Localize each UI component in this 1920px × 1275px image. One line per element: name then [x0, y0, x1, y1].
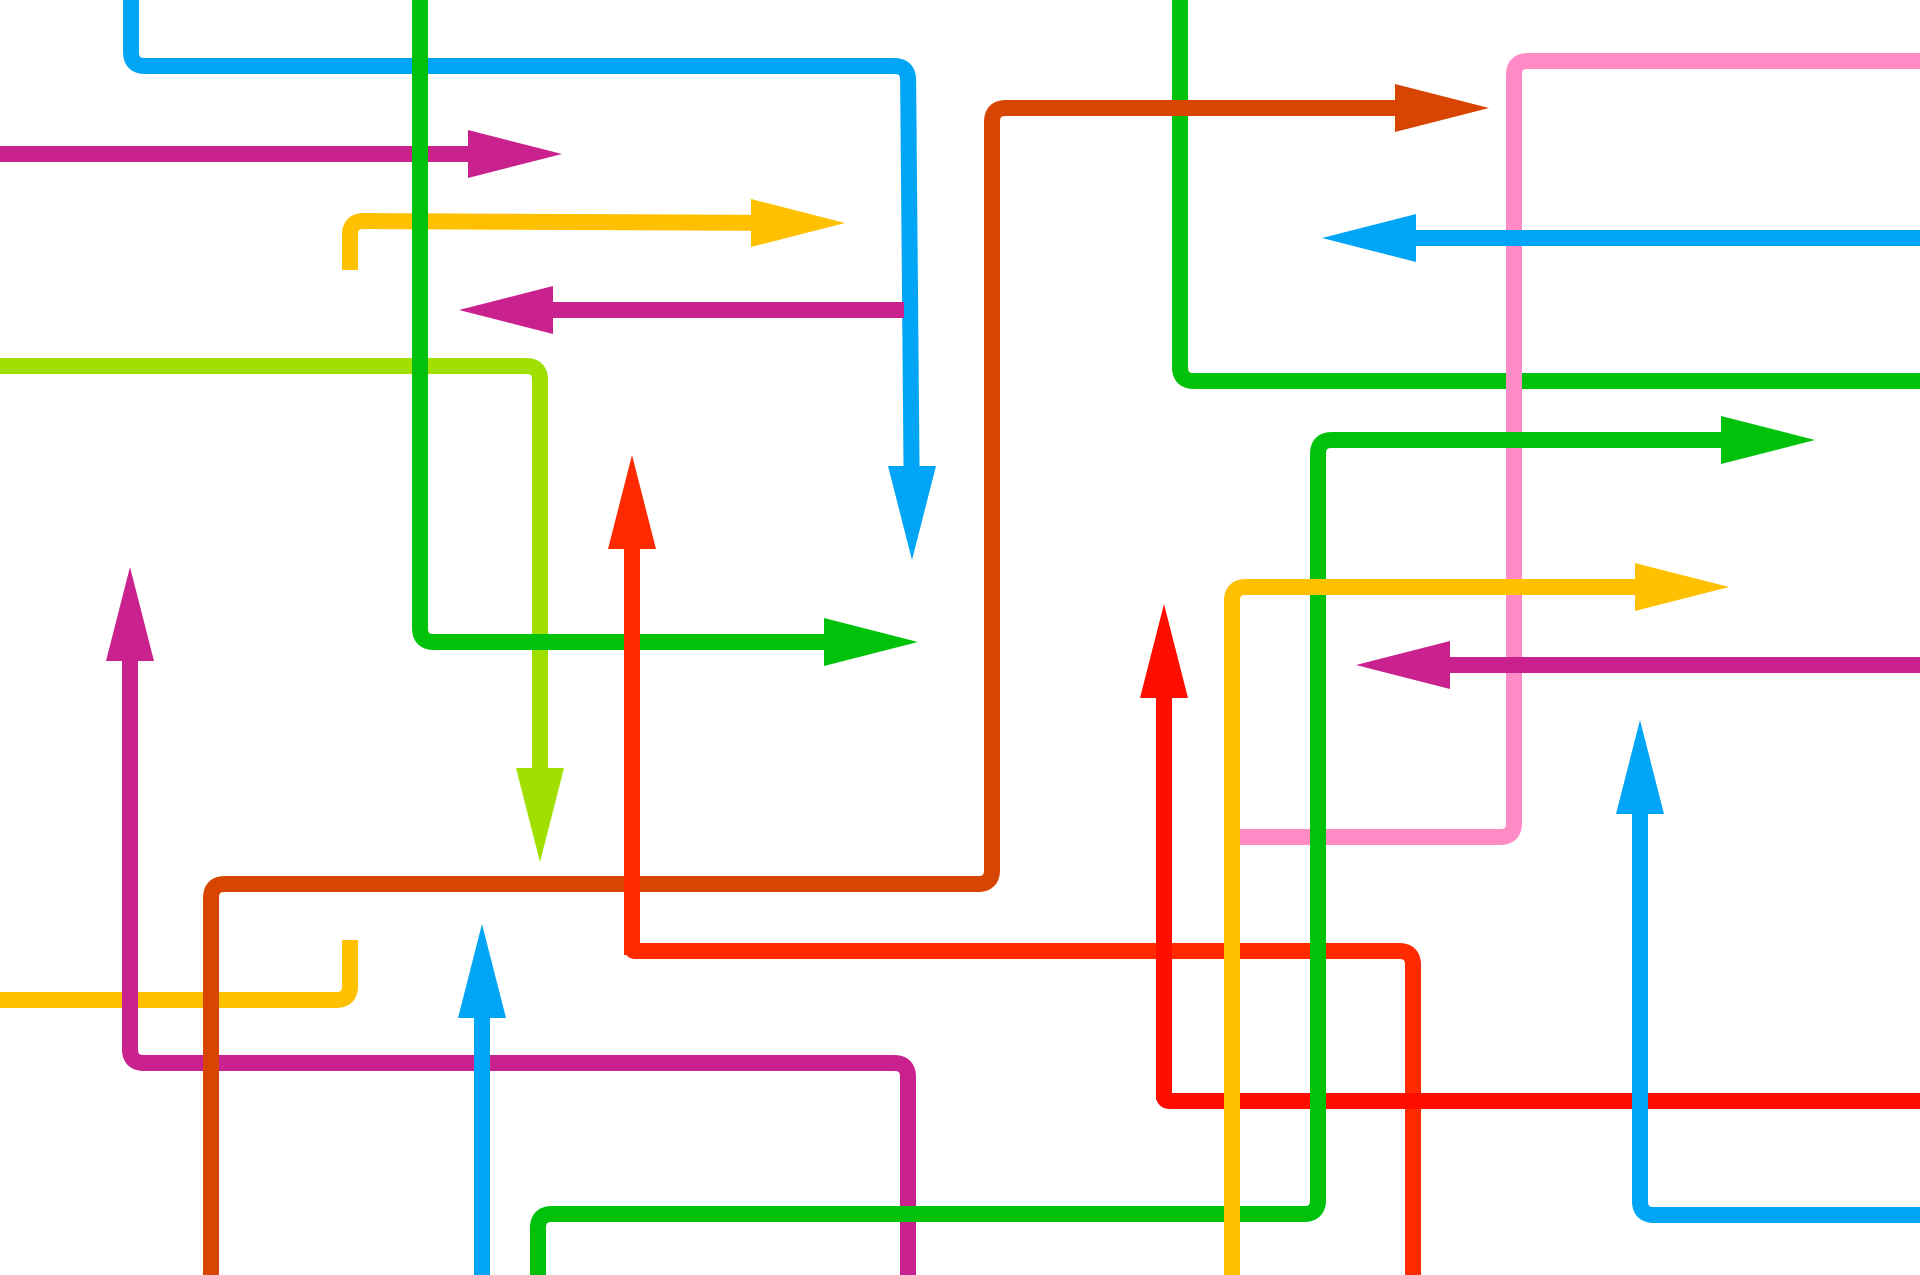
- blue-right-up-route: [1616, 720, 1664, 1100]
- magenta-right-route: [1356, 641, 1920, 689]
- green-bottom-line: [530, 1160, 1326, 1275]
- yellow-right-route: [1224, 563, 1729, 1275]
- lime-route-shaft: [0, 358, 548, 822]
- arrowhead-up-icon: [1616, 720, 1664, 814]
- arrowhead-up-icon: [1140, 604, 1188, 698]
- orange-bottom-line: [203, 820, 1000, 1275]
- arrowhead-right-icon: [1635, 563, 1729, 611]
- arrowhead-left-icon: [1322, 214, 1416, 262]
- green-top-right-line: [1172, 0, 1920, 389]
- arrowhead-down-icon: [888, 466, 936, 560]
- yellow-top-route-shaft: [342, 213, 806, 270]
- green-right-route-shaft: [1310, 432, 1775, 1170]
- blue-bottom-up-route: [458, 924, 506, 1275]
- blue-bottom-right-line: [1632, 1090, 1920, 1223]
- red-up-route: [1140, 604, 1188, 1100]
- magenta-top-route: [0, 130, 562, 178]
- orange-top-route-shaft: [984, 100, 1449, 830]
- arrowhead-right-icon: [468, 130, 562, 178]
- arrowhead-up-icon: [106, 567, 154, 661]
- arrowhead-left-icon: [1356, 641, 1450, 689]
- arrowhead-left-icon: [459, 286, 553, 334]
- green-left-route-shaft: [412, 0, 878, 650]
- magenta-left-up-route: [106, 567, 154, 860]
- red-orange-up-route: [608, 455, 656, 955]
- blue-top-route: [123, 0, 936, 560]
- arrowhead-right-icon: [824, 618, 918, 666]
- green-left-route: [412, 0, 918, 666]
- arrowhead-right-icon: [1721, 416, 1815, 464]
- pink-line: [1224, 53, 1920, 845]
- arrowhead-right-icon: [1395, 84, 1489, 132]
- lime-route: [0, 358, 564, 862]
- blue-top-route-shaft: [123, 0, 920, 521]
- yellow-left-line: [0, 940, 358, 1008]
- arrowhead-up-icon: [608, 455, 656, 549]
- arrowhead-up-icon: [458, 924, 506, 1018]
- magenta-mid-route: [459, 286, 904, 334]
- blue-right-route: [1322, 214, 1920, 262]
- yellow-top-route: [342, 199, 845, 270]
- arrowhead-right-icon: [751, 199, 845, 247]
- magenta-bottom-line: [122, 850, 916, 1275]
- arrowhead-down-icon: [516, 768, 564, 862]
- yellow-right-route-shaft: [1224, 579, 1689, 1275]
- orange-top-route: [984, 84, 1489, 830]
- green-right-route: [1310, 416, 1815, 1170]
